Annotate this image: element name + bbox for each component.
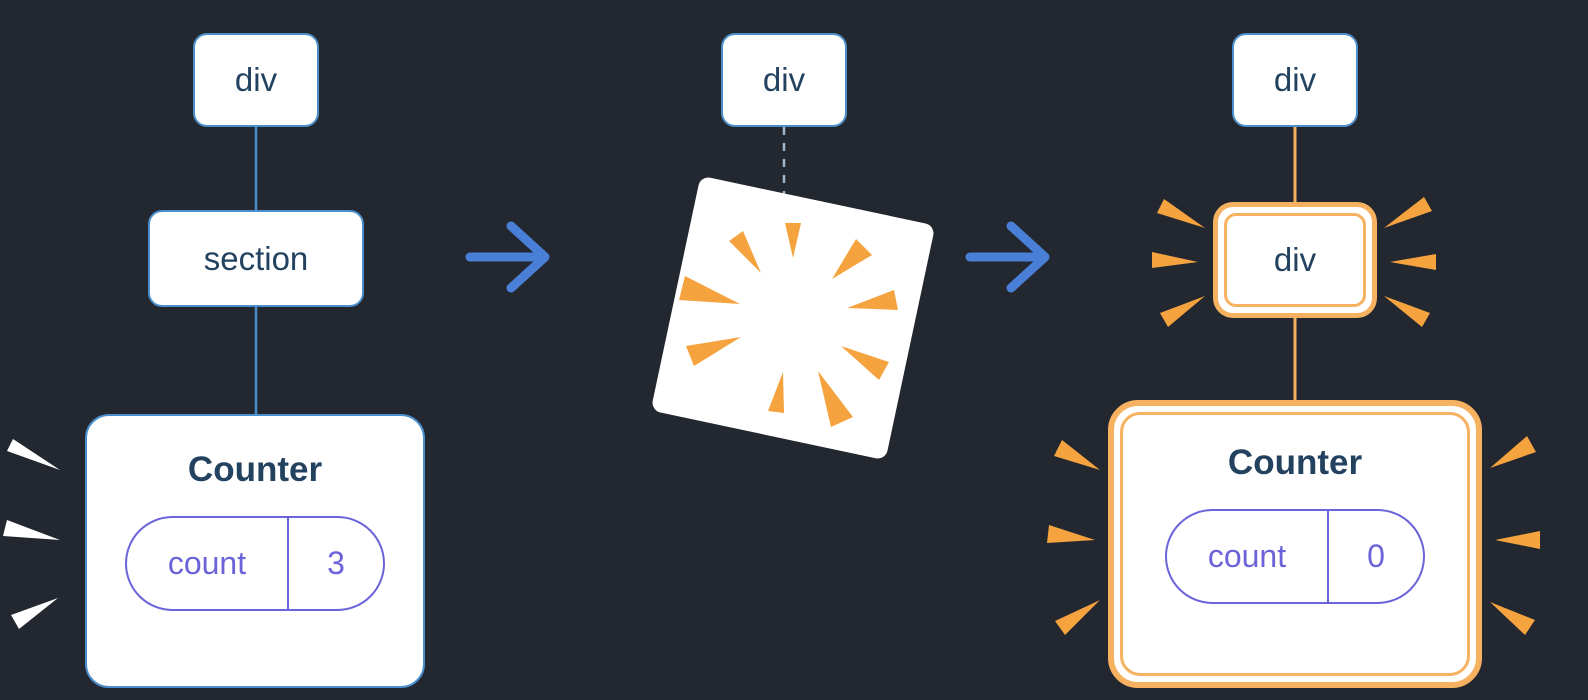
state-value: 3 <box>286 518 383 609</box>
arrow-right-icon <box>465 221 550 293</box>
emphasis-spark-icon <box>1490 436 1536 468</box>
emphasis-spark-icon <box>1490 602 1535 635</box>
emphasis-spark-icon <box>1390 254 1436 270</box>
emphasis-spark-icon <box>1055 600 1100 635</box>
tree-node-div: div <box>1232 33 1358 127</box>
node-label: div <box>762 61 806 98</box>
component-title: Counter <box>187 450 323 489</box>
emphasis-spark-icon <box>1054 440 1100 470</box>
node-label: div <box>1273 61 1317 98</box>
node-label: div <box>1224 213 1366 307</box>
emphasis-spark-icon <box>1047 525 1095 543</box>
emphasis-sparks-white <box>3 439 60 629</box>
emphasis-spark-icon <box>1384 296 1430 327</box>
emphasis-spark-icon <box>7 439 60 470</box>
emphasis-spark-icon <box>1152 252 1198 268</box>
state-value: 0 <box>1326 511 1423 602</box>
tree-node-new-div-highlighted: div <box>1213 202 1377 318</box>
emphasis-spark-icon <box>1384 197 1432 228</box>
component-title: Counter <box>1227 443 1363 482</box>
emphasis-spark-icon <box>3 520 60 540</box>
state-key-label: count <box>1207 538 1287 574</box>
node-label: section <box>203 239 309 277</box>
counter-card-inner-ring: Counter count 0 <box>1120 412 1470 676</box>
tree-node-div: div <box>193 33 319 127</box>
state-pill: count 3 <box>125 516 385 611</box>
state-key-label: count <box>167 545 247 581</box>
counter-component-card: Counter count 3 <box>85 414 425 688</box>
emphasis-spark-icon <box>11 598 58 629</box>
tree-node-div: div <box>721 33 847 127</box>
counter-component-card-highlighted: Counter count 0 <box>1108 400 1482 688</box>
emphasis-spark-icon <box>1157 199 1205 228</box>
arrow-right-icon <box>965 221 1050 293</box>
tree-node-section: section <box>148 210 364 307</box>
emphasis-spark-icon <box>1495 531 1540 549</box>
poof-square <box>650 175 936 461</box>
node-label: div <box>234 61 278 98</box>
emphasis-spark-icon <box>1160 296 1205 327</box>
state-pill: count 0 <box>1165 509 1425 604</box>
